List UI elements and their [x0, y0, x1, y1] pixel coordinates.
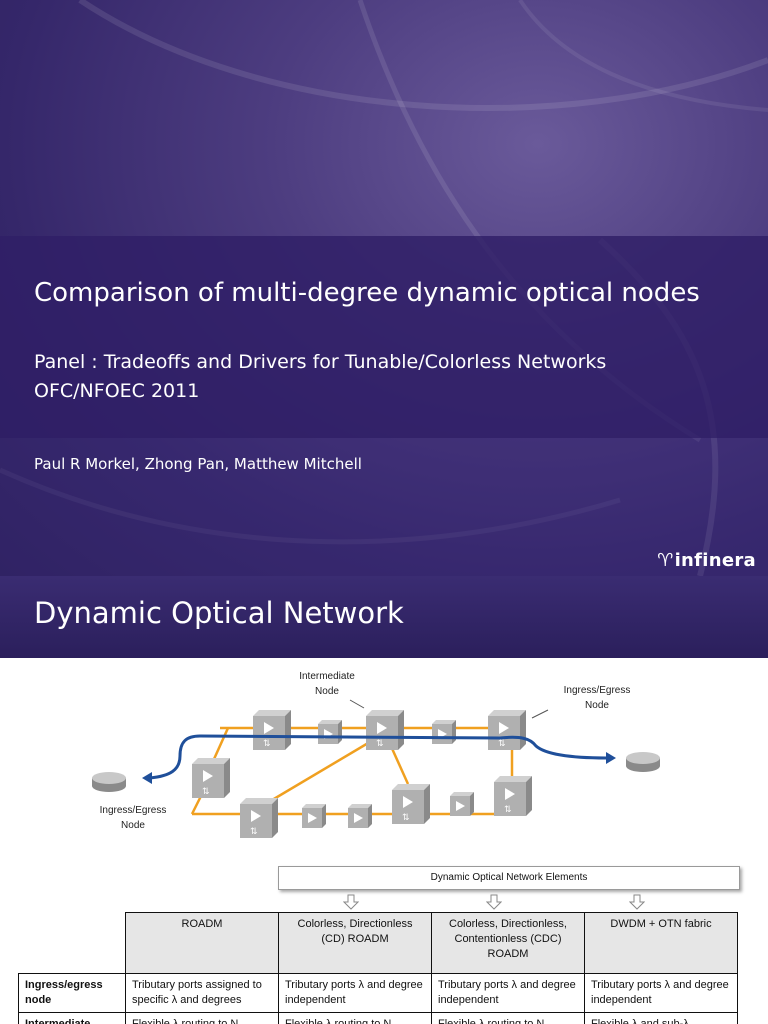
table-cell: Tributary ports λ and degree independent	[278, 973, 432, 1013]
company-logo: ♈infinera	[657, 550, 756, 571]
node-cube: ⇅	[240, 798, 278, 838]
subtitle-line: Panel : Tradeoffs and Drivers for Tunabl…	[34, 351, 607, 373]
intermediate-node-label: Intermediate Node	[282, 669, 372, 699]
slide-title: Dynamic Optical Network	[34, 596, 404, 630]
svg-text:⇅: ⇅	[376, 738, 384, 748]
router-icon	[626, 752, 660, 772]
pointer-line	[349, 699, 365, 709]
column-header: Colorless, Directionless (CD) ROADM	[278, 912, 432, 974]
table-cell: Tributary ports assigned to specific λ a…	[125, 973, 279, 1013]
slide-subtitle: Panel : Tradeoffs and Drivers for Tunabl…	[34, 348, 606, 406]
logo-mark-icon: ♈	[657, 550, 674, 571]
table-cell: Tributary ports λ and degree independent	[584, 973, 738, 1013]
node-cube: ⇅	[488, 710, 526, 750]
column-header: DWDM + OTN fabric	[584, 912, 738, 974]
slide-header: Dynamic Optical Network	[0, 576, 768, 658]
svg-text:⇅: ⇅	[402, 812, 410, 822]
title-band	[0, 236, 768, 438]
table-header-row: ROADM Colorless, Directionless (CD) ROAD…	[18, 912, 738, 974]
router-icon	[92, 772, 126, 792]
node-cube: ⇅	[366, 710, 404, 750]
label-line: Node	[315, 686, 339, 697]
author-band	[0, 438, 768, 576]
pointer-line	[531, 709, 549, 719]
svg-text:⇅: ⇅	[498, 738, 506, 748]
node-cube: ⇅	[494, 776, 532, 816]
svg-text:⇅: ⇅	[250, 826, 258, 836]
table-row: Intermediate Flexible λ routing to N Fle…	[18, 1012, 738, 1024]
label-line: Node	[585, 700, 609, 711]
subtitle-line: OFC/NFOEC 2011	[34, 380, 200, 402]
down-arrow-icon	[486, 894, 502, 910]
node-cube: ⇅	[192, 758, 230, 798]
column-header: ROADM	[125, 912, 279, 974]
arrow-left-icon	[142, 772, 152, 784]
amplifier-cube	[432, 720, 456, 744]
label-line: Ingress/Egress	[563, 685, 631, 696]
down-arrow-icon	[629, 894, 645, 910]
comparison-table: ROADM Colorless, Directionless (CD) ROAD…	[18, 912, 738, 1024]
amplifier-cube	[302, 804, 326, 828]
amplifier-cube	[450, 792, 474, 816]
row-header: Intermediate	[18, 1012, 126, 1024]
amplifier-cube	[348, 804, 372, 828]
ingress-egress-node-label-left: Ingress/Egress Node	[88, 803, 178, 833]
label-line: Intermediate	[299, 671, 355, 682]
column-header: Colorless, Directionless, Contentionless…	[431, 912, 585, 974]
svg-text:⇅: ⇅	[504, 804, 512, 814]
table-cell: Flexible λ routing to N	[125, 1012, 279, 1024]
down-arrow-icon	[343, 894, 359, 910]
network-diagram: ⇅ ⇅	[92, 699, 660, 838]
network-slide: Dynamic Optical Network ⇅	[0, 576, 768, 1024]
slide-title: Comparison of multi-degree dynamic optic…	[34, 278, 700, 308]
amplifier-cube	[318, 720, 342, 744]
node-cube: ⇅	[392, 784, 430, 824]
table-corner	[18, 912, 126, 974]
logo-text: infinera	[674, 550, 756, 571]
title-slide: Comparison of multi-degree dynamic optic…	[0, 0, 768, 576]
table-cell: Flexible λ routing to N	[278, 1012, 432, 1024]
authors: Paul R Morkel, Zhong Pan, Matthew Mitche…	[34, 455, 362, 473]
table-cell: Flexible λ and sub-λ	[584, 1012, 738, 1024]
svg-text:⇅: ⇅	[202, 786, 210, 796]
node-cube: ⇅	[253, 710, 291, 750]
table-cell: Tributary ports λ and degree independent	[431, 973, 585, 1013]
row-header: Ingress/egress node	[18, 973, 126, 1013]
table-cell: Flexible λ routing to N	[431, 1012, 585, 1024]
ingress-egress-node-label-right: Ingress/Egress Node	[552, 683, 642, 713]
table-row: Ingress/egress node Tributary ports assi…	[18, 973, 738, 1013]
label-line: Node	[121, 820, 145, 831]
label-line: Ingress/Egress	[99, 805, 167, 816]
lightpath	[149, 734, 607, 780]
elements-box: Dynamic Optical Network Elements	[278, 866, 740, 890]
svg-text:⇅: ⇅	[263, 738, 271, 748]
arrow-right-icon	[606, 752, 616, 764]
